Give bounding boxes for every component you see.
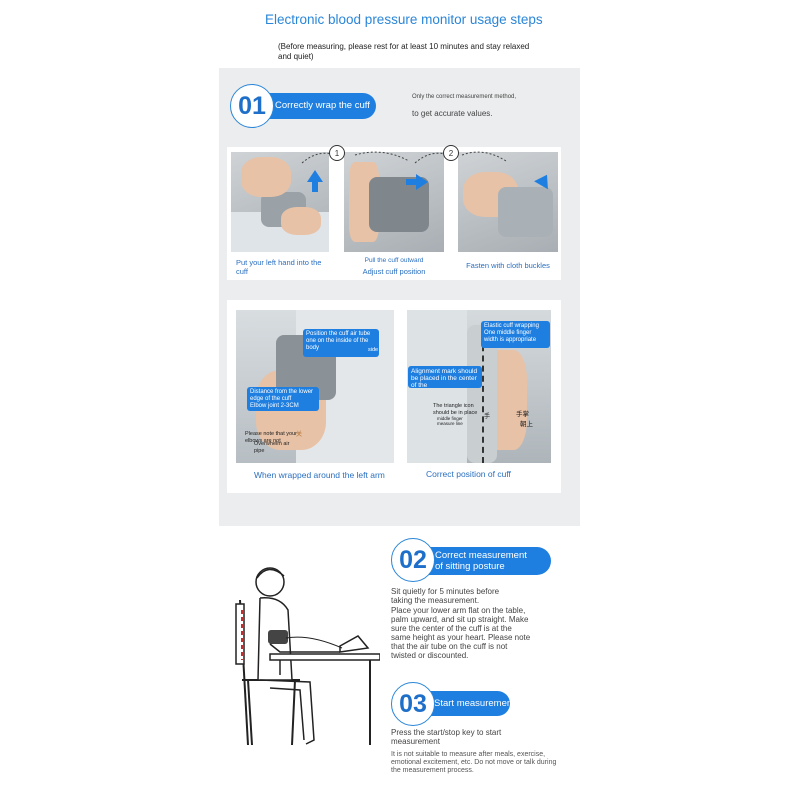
step1-note-b: to get accurate values. xyxy=(412,109,493,118)
detail-right-mark-a: 手 xyxy=(484,414,491,420)
step1-photo-2-caption-a: Pull the cuff outward xyxy=(364,257,424,264)
step2-text-a: Sit quietly for 5 minutes before taking … xyxy=(391,587,500,605)
label-text: Elastic cuff wrapping xyxy=(484,323,539,329)
arm-shape xyxy=(281,207,321,235)
detail-right-caption: Correct position of cuff xyxy=(426,469,511,479)
sub-step-marker-1: 1 xyxy=(329,145,345,161)
step3-number: 03 xyxy=(391,682,435,726)
page-subtitle: (Before measuring, please rest for at le… xyxy=(278,42,530,61)
step3-text-b: It is not suitable to measure after meal… xyxy=(391,751,557,774)
arrow-stem xyxy=(406,179,416,185)
step1-note-a: Only the correct measurement method, xyxy=(412,94,517,100)
detail-right-mark-b: 手掌 xyxy=(516,411,529,418)
alignment-line xyxy=(482,325,484,463)
arrow-up-icon xyxy=(307,170,323,182)
step1-label-text: Correctly wrap the cuff xyxy=(275,100,370,111)
detail-right-mark-c: 朝上 xyxy=(520,421,533,428)
step2-text-b: Place your lower arm flat on the table, … xyxy=(391,606,531,660)
step1-photo-3 xyxy=(458,152,558,252)
cuff-shape xyxy=(498,187,553,237)
step1-photo-3-caption: Fasten with cloth buckles xyxy=(466,261,550,270)
step1-number-text: 01 xyxy=(238,91,266,120)
step1-photo-1-caption: Put your left hand into the cuff xyxy=(236,258,322,276)
hand-shape xyxy=(241,157,291,197)
dashed-arrow-4 xyxy=(461,151,507,162)
dashed-arrow-2 xyxy=(354,151,410,162)
detail-left-label-d: Distance from the lower edge of the cuff… xyxy=(247,387,319,411)
label-text: Distance from the lower edge of the cuff xyxy=(250,389,314,402)
step2-label: Correct measurement of sitting posture xyxy=(413,547,551,575)
detail-left-caption: When wrapped around the left arm xyxy=(254,470,385,480)
step3-number-text: 03 xyxy=(399,689,427,718)
detail-right-note-b: middle finger xyxy=(437,416,463,421)
label-text: be placed in the center of the xyxy=(411,375,477,389)
step1-photo-2-caption-b: Adjust cuff position xyxy=(362,267,426,276)
step1-photo-2 xyxy=(344,152,444,252)
step2-number-text: 02 xyxy=(399,545,427,574)
label-text: Elbow joint 2-3CM xyxy=(250,403,299,409)
label-text: Position the cuff air tube xyxy=(306,331,371,337)
detail-left-label-a: Position the cuff air tube one on the in… xyxy=(303,329,379,357)
sub-step-marker-2: 2 xyxy=(443,145,459,161)
label-text: Alignment mark should xyxy=(411,368,478,375)
detail-left-note-b: Overwhelm air pipe xyxy=(254,441,290,454)
detail-right-note-c: measure line xyxy=(437,421,463,426)
detail-right-label-a: Elastic cuff wrapping One middle finger … xyxy=(481,321,550,348)
cuff-shape xyxy=(369,177,429,232)
detail-left-label-c: side xyxy=(368,347,379,353)
detail-right-label-c: Alignment mark should be placed in the c… xyxy=(408,366,482,389)
label-text: One middle finger width is appropriate xyxy=(484,330,537,343)
arrow-right-icon xyxy=(416,174,428,190)
step1-photo-1 xyxy=(231,152,329,252)
step2-label-b: of sitting posture xyxy=(435,561,505,572)
arrow-stem xyxy=(312,182,318,192)
step3-label-text: Start measurement xyxy=(434,698,510,709)
label-text: one on the inside of the body xyxy=(306,338,369,351)
step3-text-a: Press the start/stop key to start measur… xyxy=(391,728,502,746)
page-title: Electronic blood pressure monitor usage … xyxy=(265,12,543,27)
detail-right-note-a: The triangle icon should be in place xyxy=(433,403,478,416)
detail-left-mark: 关 xyxy=(296,432,303,438)
step2-number: 02 xyxy=(391,538,435,582)
step2-label-a: Correct measurement xyxy=(435,550,527,561)
step1-number: 01 xyxy=(230,84,274,128)
sitting-posture-illustration xyxy=(235,567,380,746)
detail-left-note-a: Please note that your elbows are not xyxy=(245,431,297,444)
